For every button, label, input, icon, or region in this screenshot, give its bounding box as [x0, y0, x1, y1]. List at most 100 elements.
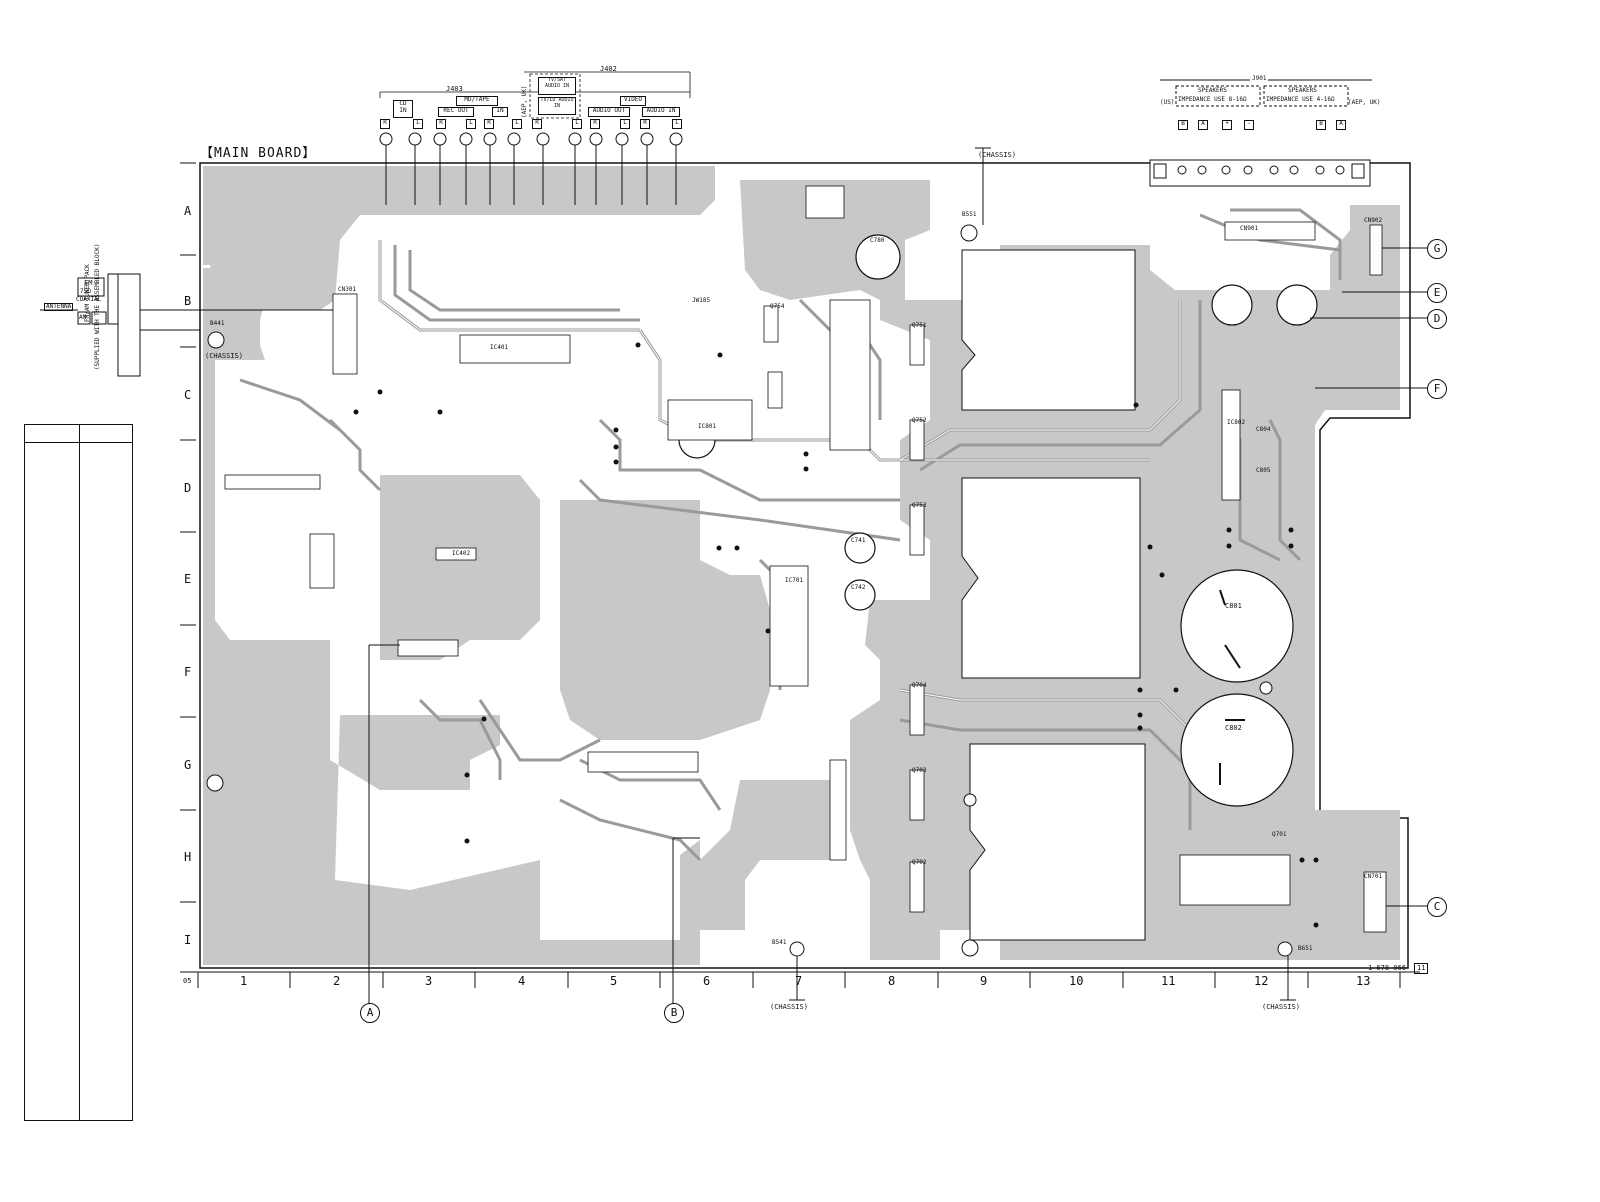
- audio-in-label: AUDIO IN: [642, 107, 680, 117]
- rec-out-label: REC OUT: [438, 107, 474, 117]
- col-label-1: 1: [240, 974, 248, 988]
- speakers-title-left: SPEAKERS: [1198, 87, 1227, 94]
- connector-g: G: [1427, 239, 1447, 259]
- jack-r-4: R: [532, 119, 542, 129]
- speaker-terminal-5: B: [1316, 120, 1326, 130]
- leader-lines: [368, 147, 1428, 1004]
- b651-label: B651: [1298, 945, 1313, 952]
- ic802-label: IC802: [1227, 419, 1246, 426]
- legend-table-divider: [79, 425, 80, 1120]
- speaker-terminal-3: +: [1222, 120, 1232, 130]
- tv-ld-audio-in-label: TV/LD AUDIO IN: [538, 97, 576, 115]
- cn301-label: CN301: [338, 286, 357, 293]
- jw185-label: JW185: [692, 297, 711, 304]
- c742-label: C742: [851, 584, 866, 591]
- jack-header-lines: [379, 71, 691, 119]
- pads: [353, 342, 1319, 928]
- row-label-e: E: [184, 572, 192, 586]
- grid-ruler: [180, 971, 1420, 988]
- row-label-h: H: [184, 850, 192, 864]
- speakers-region-left: (US): [1160, 99, 1175, 106]
- speaker-terminals: [1177, 165, 1345, 175]
- board-title: 【MAIN BOARD】: [200, 146, 317, 161]
- col-label-3: 3: [425, 974, 433, 988]
- rca-jack-leads: [385, 145, 677, 205]
- col-label-13: 13: [1356, 974, 1371, 988]
- corner-ref: 05: [183, 977, 192, 985]
- chassis-label-bottom-right: (CHASSIS): [1262, 1003, 1300, 1011]
- video-label: VIDEO: [620, 96, 646, 106]
- col-label-8: 8: [888, 974, 896, 988]
- col-label-12: 12: [1254, 974, 1269, 988]
- col-label-2: 2: [333, 974, 341, 988]
- q703-label: Q703: [912, 767, 927, 774]
- q704-label: Q704: [912, 682, 927, 689]
- copper-pours: [203, 166, 1400, 965]
- speakers-impedance-left: IMPEDANCE USE 8-16Ω: [1178, 96, 1247, 103]
- tv-sat-audio-in-label: TV/SAT AUDIO IN: [538, 77, 576, 95]
- q752-label: Q752: [912, 417, 927, 424]
- rca-jacks: [379, 132, 683, 146]
- cd-in-label: CD IN: [393, 100, 413, 118]
- am-label: AM: [79, 314, 87, 321]
- row-label-a: A: [184, 204, 192, 218]
- jack-l-1: L: [413, 119, 423, 129]
- speaker-jack-label: J901: [1250, 75, 1269, 82]
- q701-label: Q701: [1272, 831, 1287, 838]
- jack-r-1: R: [380, 119, 390, 129]
- col-label-6: 6: [703, 974, 711, 988]
- jack-l-3: L: [512, 119, 522, 129]
- b541-label: B541: [772, 939, 787, 946]
- speakers-impedance-right: IMPEDANCE USE 4-16Ω: [1266, 96, 1335, 103]
- ic402-label: IC402: [452, 550, 471, 557]
- col-label-10: 10: [1069, 974, 1084, 988]
- b441-label: B441: [210, 320, 225, 327]
- connector-d: D: [1427, 309, 1447, 329]
- aep-uk-jack-label: (AEP, UK): [521, 85, 528, 118]
- jack-l-6: L: [672, 119, 682, 129]
- c801-label: C801: [1225, 602, 1242, 610]
- chassis-label-bottom-mid: (CHASSIS): [770, 1003, 808, 1011]
- c804-label: C804: [1256, 426, 1271, 433]
- row-label-f: F: [184, 665, 192, 679]
- col-label-4: 4: [518, 974, 526, 988]
- chassis-label-top: (CHASSIS): [978, 151, 1016, 159]
- tuner-pack: [40, 273, 340, 377]
- speakers-region-right: (AEP, UK): [1348, 99, 1381, 106]
- c741-label: C741: [851, 537, 866, 544]
- row-label-d: D: [184, 481, 192, 495]
- part-number: 1-678-066-: [1368, 964, 1411, 972]
- speaker-terminal-4: -: [1244, 120, 1254, 130]
- q702-label: Q702: [912, 859, 927, 866]
- c802-label: C802: [1225, 724, 1242, 732]
- fm-label: FM: [84, 279, 93, 287]
- speakers-title-right: SPEAKERS: [1288, 87, 1317, 94]
- jack-l-2: L: [466, 119, 476, 129]
- chassis-mounts: [206, 224, 1293, 957]
- jack-r-6: R: [640, 119, 650, 129]
- q754-label: Q754: [770, 303, 785, 310]
- connector-a: A: [360, 1003, 380, 1023]
- legend-table-header: [25, 425, 132, 443]
- connector-b: B: [664, 1003, 684, 1023]
- md-tape-label: MD/TAPE: [456, 96, 498, 106]
- ic401-label: IC401: [490, 344, 509, 351]
- connector-c: C: [1427, 897, 1447, 917]
- jack-l-5: L: [620, 119, 630, 129]
- c780-label: C780: [870, 237, 885, 244]
- jack-l-4: L: [572, 119, 582, 129]
- cn901-label: CN901: [1240, 225, 1259, 232]
- cn701-label: CN701: [1364, 873, 1383, 880]
- col-label-7: 7: [795, 974, 803, 988]
- col-label-5: 5: [610, 974, 618, 988]
- row-label-i: I: [184, 933, 192, 947]
- legend-table: [24, 424, 133, 1121]
- speaker-terminal-1: B: [1178, 120, 1188, 130]
- fm-impedance: 75Ω: [80, 288, 91, 295]
- jack-r-5: R: [590, 119, 600, 129]
- b551-label: B551: [962, 211, 977, 218]
- cap-polarity-marks: [1219, 589, 1245, 785]
- col-label-9: 9: [980, 974, 988, 988]
- row-label-b: B: [184, 294, 192, 308]
- jack-r-2: R: [436, 119, 446, 129]
